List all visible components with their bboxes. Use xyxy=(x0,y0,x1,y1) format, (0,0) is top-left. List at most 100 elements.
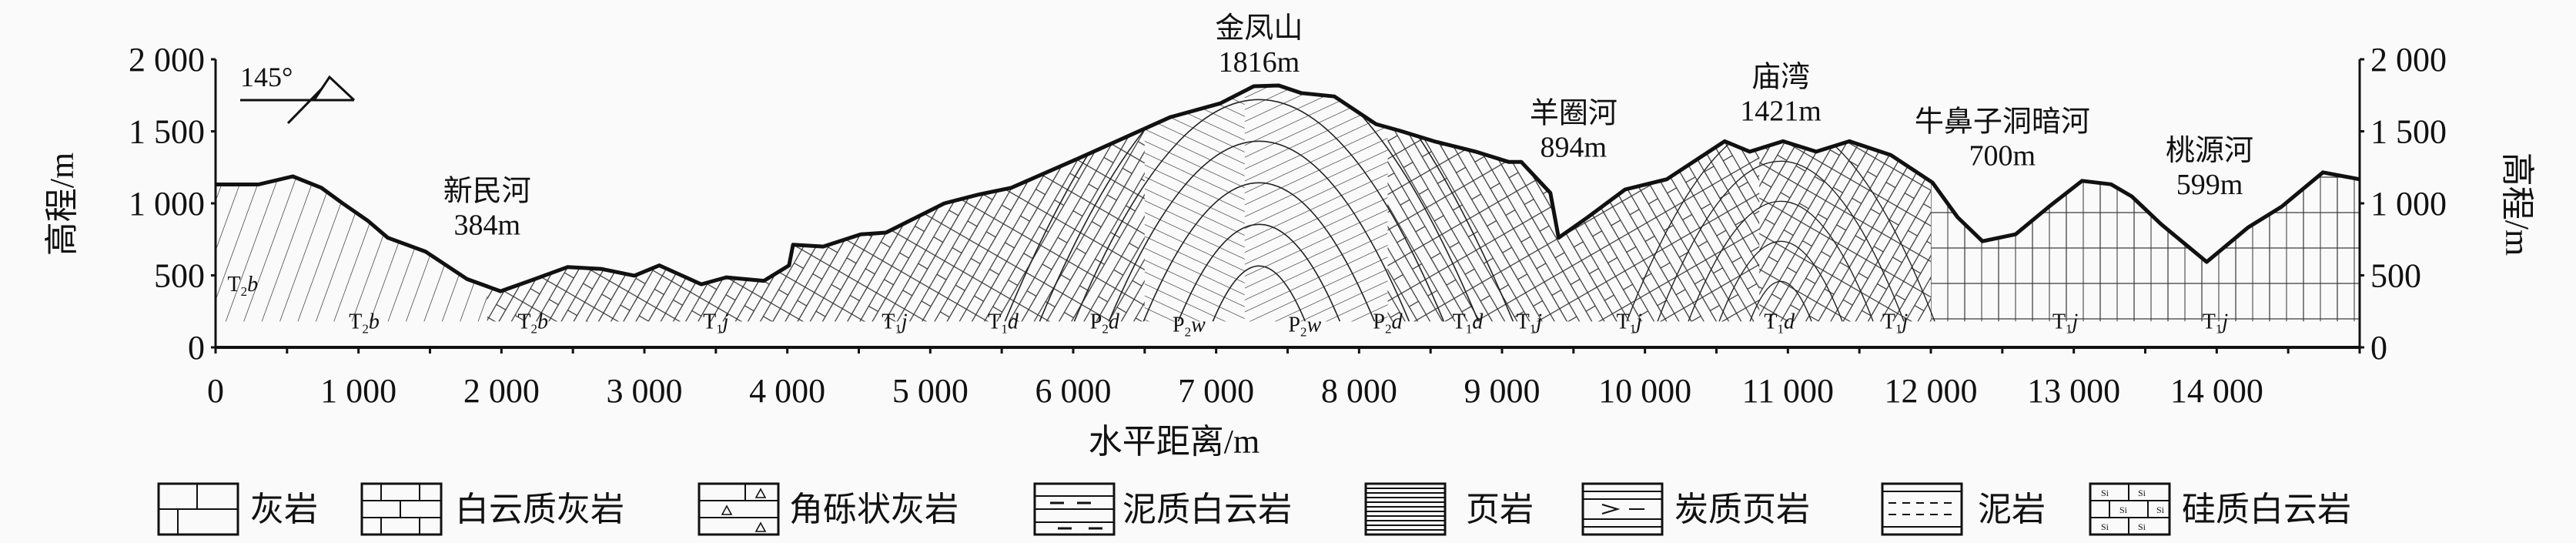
stratum-t1j-flat xyxy=(1931,85,2360,322)
stratum-label: T1d xyxy=(988,310,1019,337)
y-tick-label: 1 000 xyxy=(129,185,205,223)
anticline-fold-line xyxy=(1657,160,1905,322)
anticline-fold-line xyxy=(1039,85,1480,322)
y-axis-right-label: 高程/m xyxy=(2498,153,2536,256)
x-tick-label: 1 000 xyxy=(320,372,396,410)
anticline-fold-line xyxy=(1073,99,1445,322)
stratum-label: T1j xyxy=(1517,310,1543,337)
y-tick-label: 500 xyxy=(154,257,205,295)
limestone-swatch xyxy=(157,482,239,536)
mudstone-swatch xyxy=(1881,482,1963,536)
elevation-label: 1816m xyxy=(1219,46,1300,79)
anticline-fold-line xyxy=(1004,85,1514,322)
si-mark: Si xyxy=(2138,488,2146,498)
x-tick-label: 12 000 xyxy=(1885,372,1978,410)
si-mark: Si xyxy=(2119,504,2128,515)
place-name-label: 羊圈河 xyxy=(1530,97,1618,129)
stratum-label: P2d xyxy=(1090,310,1120,337)
x-tick-label: 4 000 xyxy=(749,372,825,410)
x-tick-label: 9 000 xyxy=(1464,372,1541,410)
elevation-label: 599m xyxy=(2176,169,2243,201)
stratum-label: P2w xyxy=(1173,313,1206,339)
si-mark: Si xyxy=(2138,521,2146,532)
stratum-label: T2b xyxy=(227,273,258,299)
legend-item: 页岩 xyxy=(1364,482,1534,536)
si-mark: Si xyxy=(2101,488,2109,498)
legend-label: 页岩 xyxy=(1466,491,1534,528)
stratum-label: T1j xyxy=(703,310,729,337)
y-tick-label: 2 000 xyxy=(2370,41,2447,79)
stratum-label: T2b xyxy=(517,310,548,337)
terrain-profile-line xyxy=(216,83,2360,293)
legend-item: 白云质灰岩 xyxy=(360,482,624,536)
strike-dip-angle: 145° xyxy=(240,62,293,92)
place-name-label: 金凤山 xyxy=(1215,12,1303,45)
y-axis-left-label: 高程/m xyxy=(43,153,81,256)
strike-dip-symbol: 145° xyxy=(240,62,356,125)
legend-item: 灰岩 xyxy=(157,482,318,536)
brecciated-limestone-swatch xyxy=(698,482,780,536)
stratum-label: T1d xyxy=(1764,310,1795,337)
legend-item: 泥质白云岩 xyxy=(1033,482,1292,536)
x-tick-label: 0 xyxy=(207,372,224,410)
stratum-p2-west xyxy=(1144,85,1245,322)
y-tick-label: 0 xyxy=(188,329,205,367)
anticline-fold-line xyxy=(1718,240,1843,322)
y-tick-label: 0 xyxy=(2370,329,2387,367)
legend-label: 泥岩 xyxy=(1978,491,2046,528)
stratum-label: T1j xyxy=(882,310,908,337)
y-tick-label: 1 500 xyxy=(129,113,205,151)
legend-item: 泥岩 xyxy=(1881,482,2046,536)
dolomitic-limestone-swatch xyxy=(360,482,443,536)
anticline-fold-line xyxy=(1749,280,1812,322)
x-tick-label: 2 000 xyxy=(463,372,540,410)
stratum-label: T1j xyxy=(2203,310,2229,337)
x-tick-label: 3 000 xyxy=(607,372,683,410)
anticline-fold-line xyxy=(1688,200,1874,322)
stratum-label: T2b xyxy=(349,310,380,337)
elevation-label: 700m xyxy=(1969,140,2036,173)
stratum-label: T1j xyxy=(1882,310,1909,337)
stratum-label: P2d xyxy=(1373,310,1403,337)
stratum-t1j-t1d xyxy=(487,85,1145,322)
x-tick-label: 5 000 xyxy=(892,372,969,410)
legend-label: 硅质白云岩 xyxy=(2182,491,2351,528)
carbonaceous-shale-swatch xyxy=(1581,482,1664,536)
y-tick-label: 2 000 xyxy=(129,41,205,79)
anticline-fold-line xyxy=(1142,182,1376,322)
argillaceous-dolomite-swatch xyxy=(1033,482,1116,536)
y-tick-label: 1 500 xyxy=(2370,113,2447,151)
x-tick-label: 6 000 xyxy=(1035,372,1112,410)
stratum-label: T1d xyxy=(1453,310,1484,337)
stratum-label: P2w xyxy=(1288,313,1321,339)
stratum-label: T1j xyxy=(1617,310,1643,337)
place-name-label: 新民河 xyxy=(443,175,531,207)
legend-label: 白云质灰岩 xyxy=(455,491,624,528)
shale-swatch xyxy=(1364,482,1447,536)
x-tick-label: 10 000 xyxy=(1598,372,1691,410)
legend-label: 泥质白云岩 xyxy=(1122,491,1292,528)
anticline-fold-line xyxy=(1212,265,1306,322)
si-mark: Si xyxy=(2101,521,2109,532)
stratum-p2-east xyxy=(1244,85,1388,322)
y-axis-left-ticks: 0 500 1 000 1 500 2 000 xyxy=(129,41,216,367)
y-tick-label: 1 000 xyxy=(2370,185,2447,223)
anticline-fold-line xyxy=(1108,140,1410,322)
anticline-fold-line xyxy=(1177,223,1341,322)
legend-label: 角砾状灰岩 xyxy=(789,491,958,528)
legend-item: 炭质页岩 xyxy=(1581,482,1810,536)
x-axis-label: 水平距离/m xyxy=(1089,423,1260,461)
si-mark: Si xyxy=(2156,504,2165,515)
legend-label: 灰岩 xyxy=(250,491,318,528)
x-tick-label: 11 000 xyxy=(1742,372,1834,410)
place-name-label: 庙湾 xyxy=(1751,62,1810,94)
elevation-label: 894m xyxy=(1541,131,1607,163)
